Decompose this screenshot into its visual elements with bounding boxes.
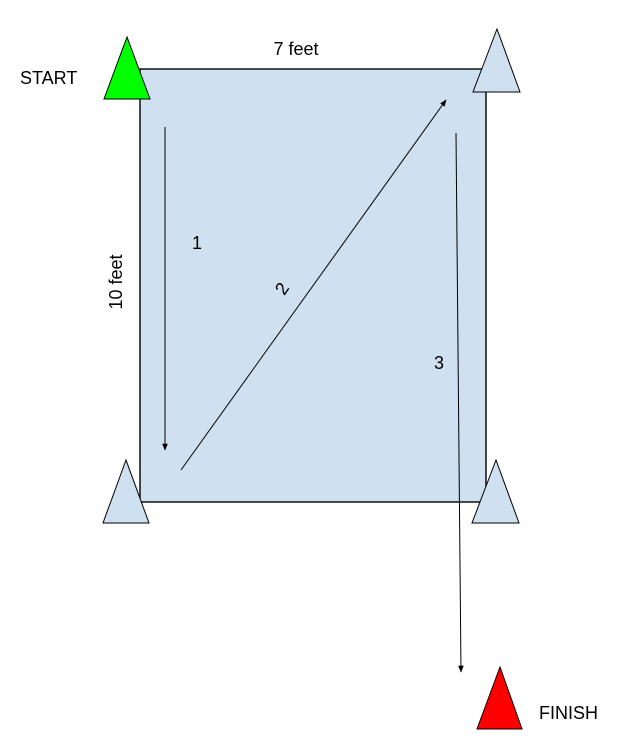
bottom-left-cone-icon xyxy=(102,458,150,524)
step-1-label: 1 xyxy=(192,233,202,253)
path-3-arrow-icon xyxy=(455,132,464,673)
top-right-cone-icon xyxy=(472,27,521,93)
start-label: START xyxy=(20,68,77,88)
width-label: 7 feet xyxy=(273,39,318,59)
height-label: 10 feet xyxy=(106,254,126,309)
step-3-label: 3 xyxy=(434,353,444,373)
finish-cone-icon xyxy=(476,665,523,730)
finish-label: FINISH xyxy=(539,703,598,723)
start-cone-icon xyxy=(103,35,151,100)
path-2-arrow-icon xyxy=(180,99,447,471)
bottom-right-cone-icon xyxy=(471,458,520,524)
